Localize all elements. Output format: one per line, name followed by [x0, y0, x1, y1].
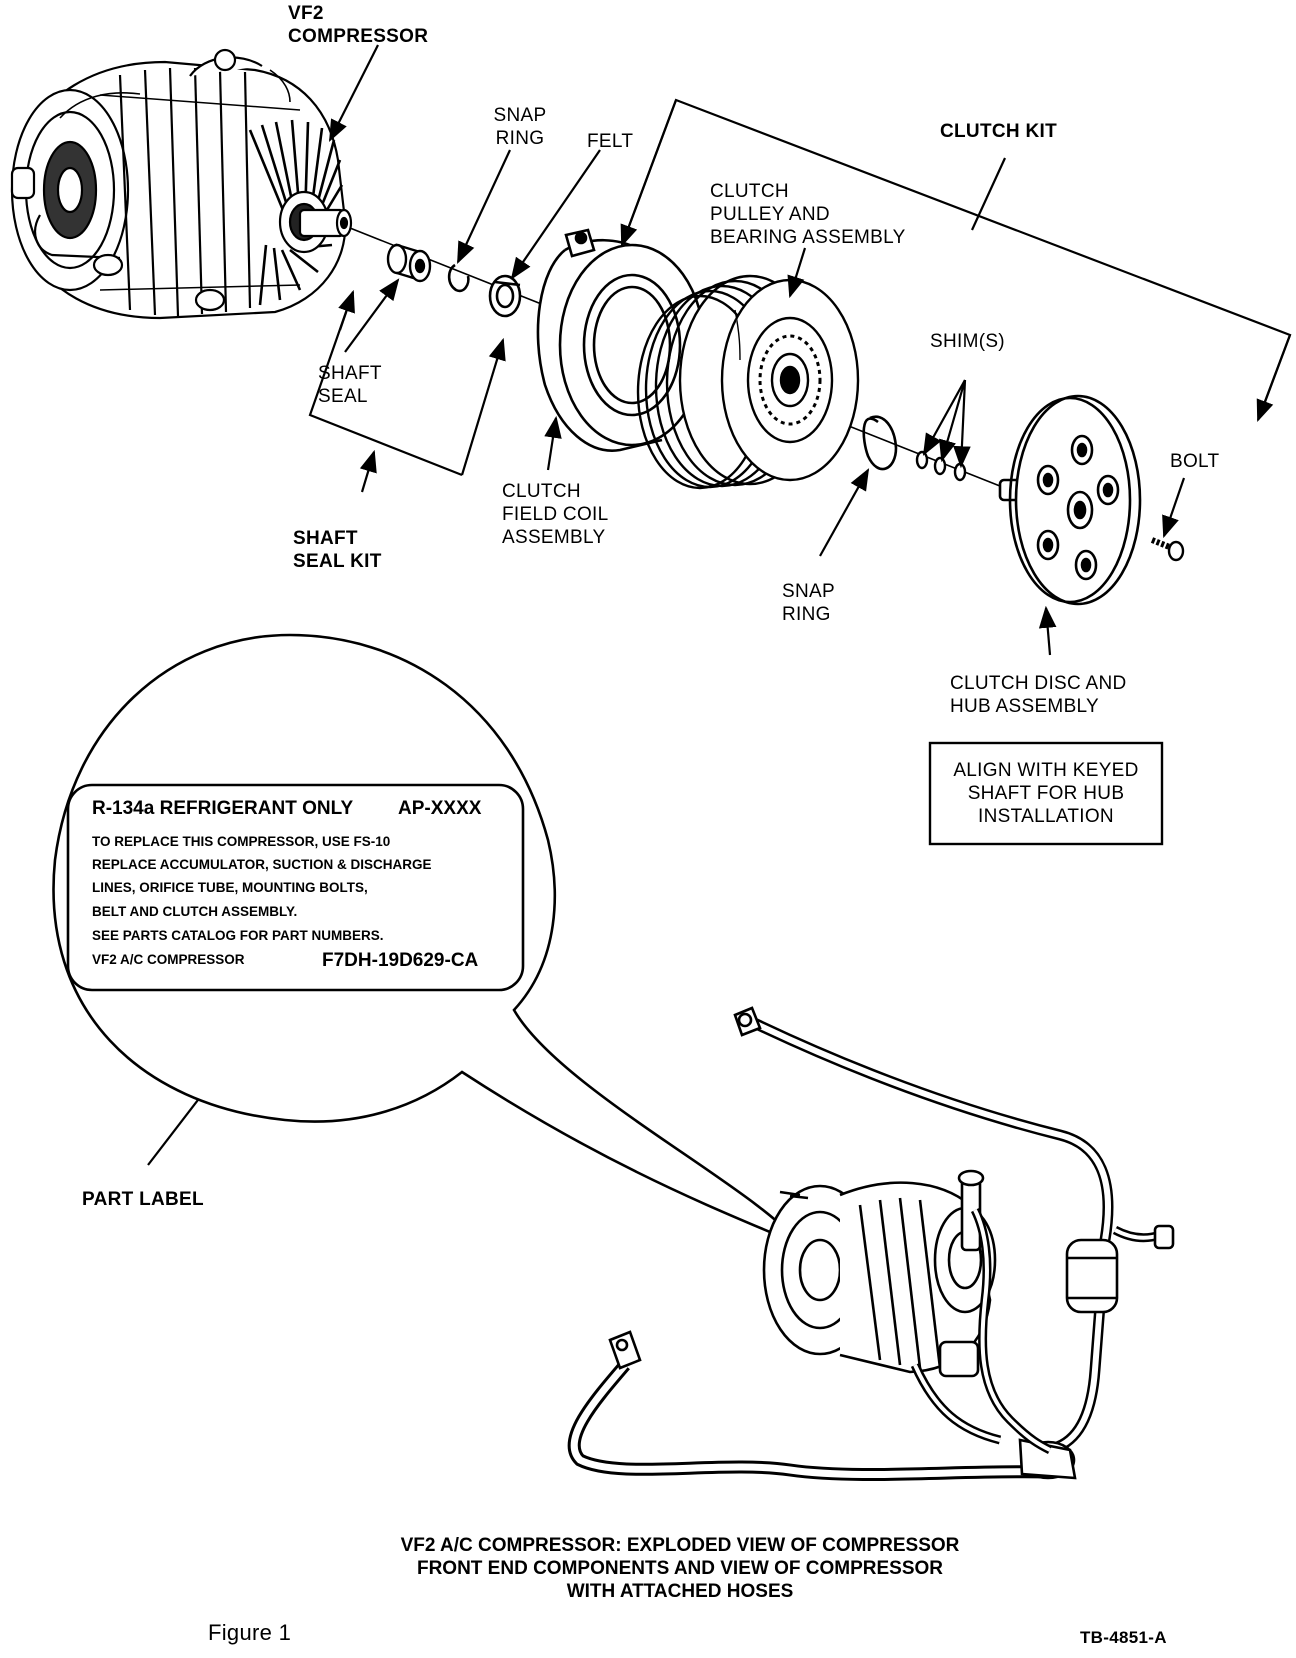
document-code: TB-4851-A: [1080, 1628, 1167, 1647]
figure-caption: VF2 A/C COMPRESSOR: EXPLODED VIEW OF COM…: [400, 1535, 960, 1602]
label-shims: SHIM(S): [930, 331, 1005, 352]
vf2-compressor-drawing: [10, 48, 353, 320]
plate-line: REPLACE ACCUMULATOR, SUCTION & DISCHARGE: [92, 857, 432, 872]
label-bolt: BOLT: [1170, 451, 1220, 472]
label-clutch-kit: CLUTCH KIT: [940, 121, 1057, 142]
shims-drawing: [915, 450, 967, 482]
label-shaft-seal: SHAFT SEAL: [318, 363, 382, 407]
snap-ring-bottom-drawing: [862, 415, 898, 471]
label-part-label: PART LABEL: [82, 1189, 204, 1210]
plate-heading-code: AP-XXXX: [398, 798, 482, 819]
label-clutch-disc-hub: CLUTCH DISC AND HUB ASSEMBLY: [950, 673, 1127, 717]
clutch-field-coil-drawing: [536, 228, 706, 452]
plate-heading: R-134a REFRIGERANT ONLY: [92, 798, 354, 819]
snap-ring-top-drawing: [447, 263, 470, 293]
note-box-frame: [928, 741, 1164, 846]
label-clutch-field-coil: CLUTCH FIELD COIL ASSEMBLY: [502, 481, 609, 548]
clutch-disc-hub-drawing: [998, 394, 1142, 606]
label-felt: FELT: [587, 131, 634, 152]
label-clutch-pulley: CLUTCH PULLEY AND BEARING ASSEMBLY: [710, 181, 906, 248]
figure-label: Figure 1: [208, 1620, 292, 1645]
shaft-seal-drawing: [386, 243, 432, 283]
note-box: ALIGN WITH KEYED SHAFT FOR HUB INSTALLAT…: [953, 760, 1139, 827]
shaft-seal-kit-bracket: [308, 289, 506, 477]
plate-part-number: F7DH-19D629-CA: [322, 950, 479, 971]
label-snap-ring-top: SNAP RING: [493, 105, 547, 149]
plate-model: VF2 A/C COMPRESSOR: [92, 952, 245, 967]
label-snap-ring-bottom: SNAP RING: [782, 581, 835, 625]
clutch-kit-bracket: [620, 98, 1292, 423]
plate-line: BELT AND CLUTCH ASSEMBLY.: [92, 904, 298, 919]
part-label-plate-frame: [66, 783, 525, 992]
label-shaft-seal-kit: SHAFT SEAL KIT: [293, 528, 382, 572]
felt-drawing: [488, 274, 522, 318]
clutch-pulley-drawing: [636, 274, 860, 490]
compressor-with-hoses-drawing: [567, 1006, 1175, 1482]
plate-line: TO REPLACE THIS COMPRESSOR, USE FS-10: [92, 834, 391, 849]
plate-line: LINES, ORIFICE TUBE, MOUNTING BOLTS,: [92, 880, 368, 895]
plate-line: SEE PARTS CATALOG FOR PART NUMBERS.: [92, 928, 384, 943]
bolt-drawing: [1150, 537, 1185, 562]
label-vf2-compressor: VF2 COMPRESSOR: [288, 3, 429, 47]
